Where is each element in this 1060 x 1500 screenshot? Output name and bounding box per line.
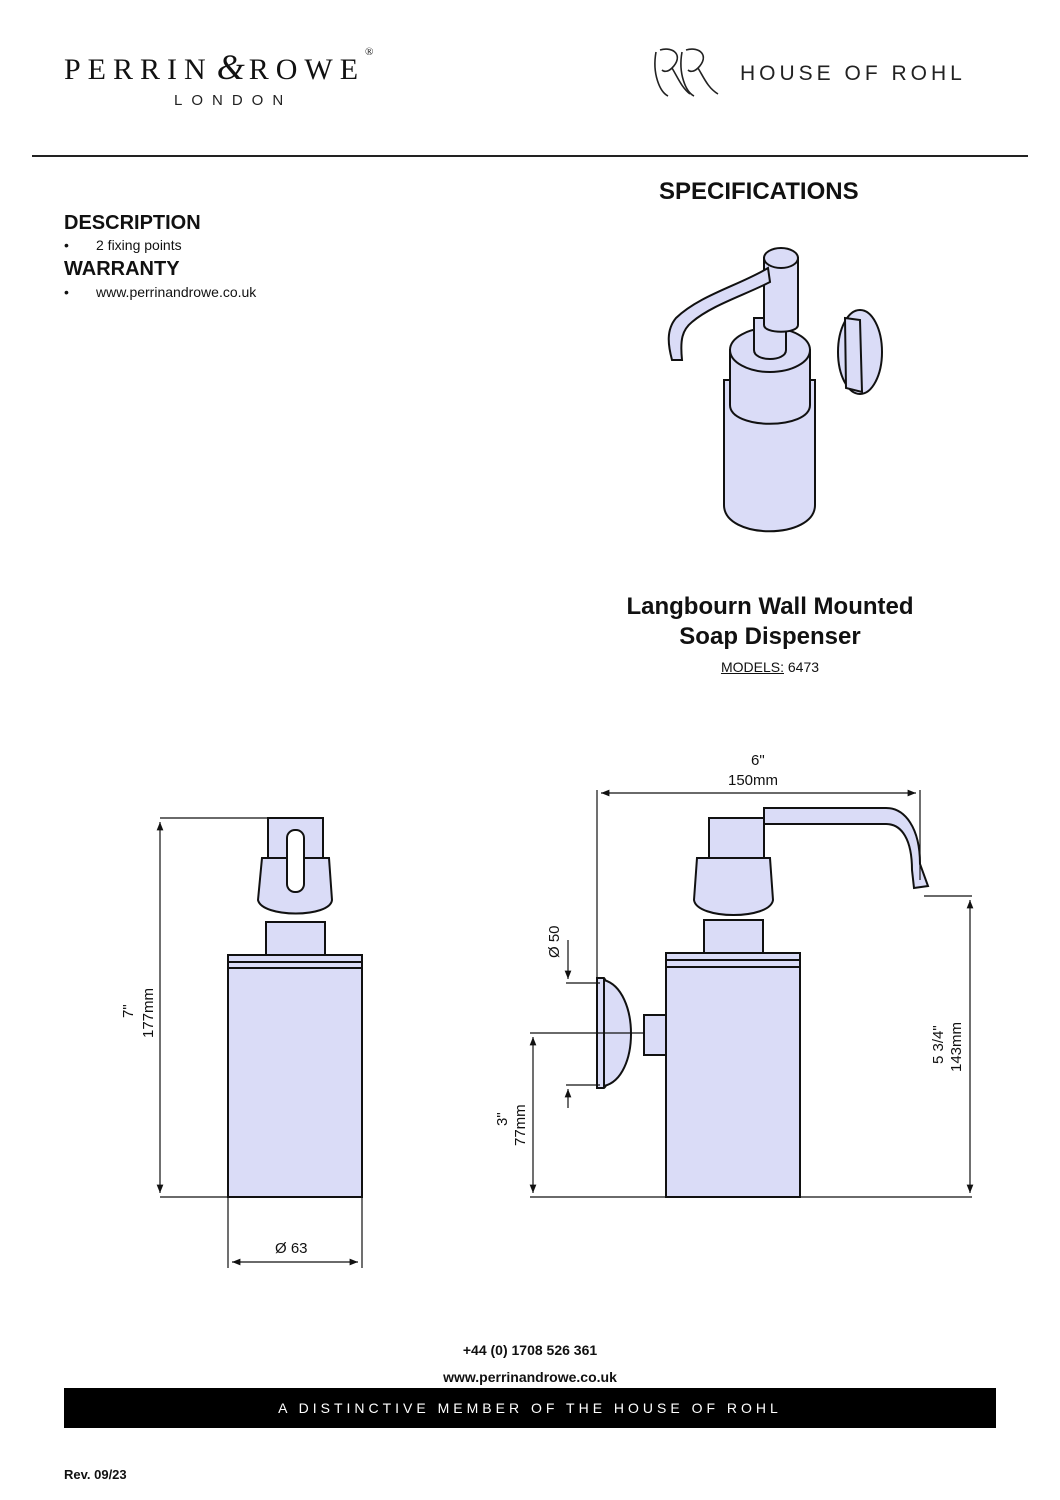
page-title: SPECIFICATIONS [659, 178, 859, 205]
front-view-drawing [596, 807, 930, 1198]
perrin-rowe-logo: PERRIN&ROWE® [64, 46, 373, 88]
product-isometric-illustration [667, 247, 883, 533]
dim-spout-height-mm: 143mm [948, 1021, 965, 1072]
revision-label: Rev. 09/23 [64, 1467, 127, 1482]
brand-location: LONDON [174, 92, 293, 109]
brand-ampersand: & [216, 47, 245, 87]
product-title: Langbourn Wall Mounted Soap Dispenser [560, 592, 980, 652]
warranty-item-text: www.perrinandrowe.co.uk [96, 284, 257, 300]
models-value: 6473 [787, 659, 820, 675]
registered-mark: ® [365, 46, 374, 58]
dim-diameter: Ø 63 [275, 1240, 308, 1257]
footer-banner: A DISTINCTIVE MEMBER OF THE HOUSE OF ROH… [64, 1388, 996, 1428]
backplate-iso [837, 309, 883, 395]
brand-name-perrin: PERRIN [64, 53, 213, 86]
warranty-heading: WARRANTY [64, 258, 180, 280]
product-title-line1: Langbourn Wall Mounted [626, 593, 914, 620]
warranty-item: •www.perrinandrowe.co.uk [64, 284, 257, 300]
dim-height-mm: 177mm [140, 987, 157, 1038]
contact-website[interactable]: www.perrinandrowe.co.uk [443, 1369, 617, 1385]
brand-name-rowe: ROWE [248, 53, 366, 86]
models-line: MODELS: 6473 [560, 659, 980, 675]
bottle-front [665, 952, 801, 1198]
bottle-iso [723, 379, 816, 533]
dim-width-mm: 150mm [728, 772, 779, 789]
dim-backplate-diameter: Ø 50 [546, 925, 563, 958]
dim-fix-height-in: 3" [494, 1112, 511, 1126]
dim-height-in: 7" [120, 1004, 137, 1018]
product-title-line2: Soap Dispenser [679, 623, 861, 650]
dim-width-in: 6" [751, 752, 765, 769]
header-divider [32, 155, 1028, 157]
dim-fix-height-mm: 77mm [512, 1104, 529, 1146]
description-item: •2 fixing points [64, 237, 182, 253]
models-label: MODELS: [720, 659, 784, 675]
side-view-drawing [227, 817, 363, 1198]
house-of-rohl-monogram-icon [654, 48, 719, 97]
bottle-side [227, 954, 363, 1198]
description-item-text: 2 fixing points [96, 237, 182, 253]
contact-phone: +44 (0) 1708 526 361 [462, 1342, 598, 1358]
description-heading: DESCRIPTION [64, 212, 201, 234]
dim-spout-height-in: 5 3/4" [930, 1025, 947, 1064]
house-of-rohl-wordmark: HOUSE OF ROHL [740, 62, 966, 85]
